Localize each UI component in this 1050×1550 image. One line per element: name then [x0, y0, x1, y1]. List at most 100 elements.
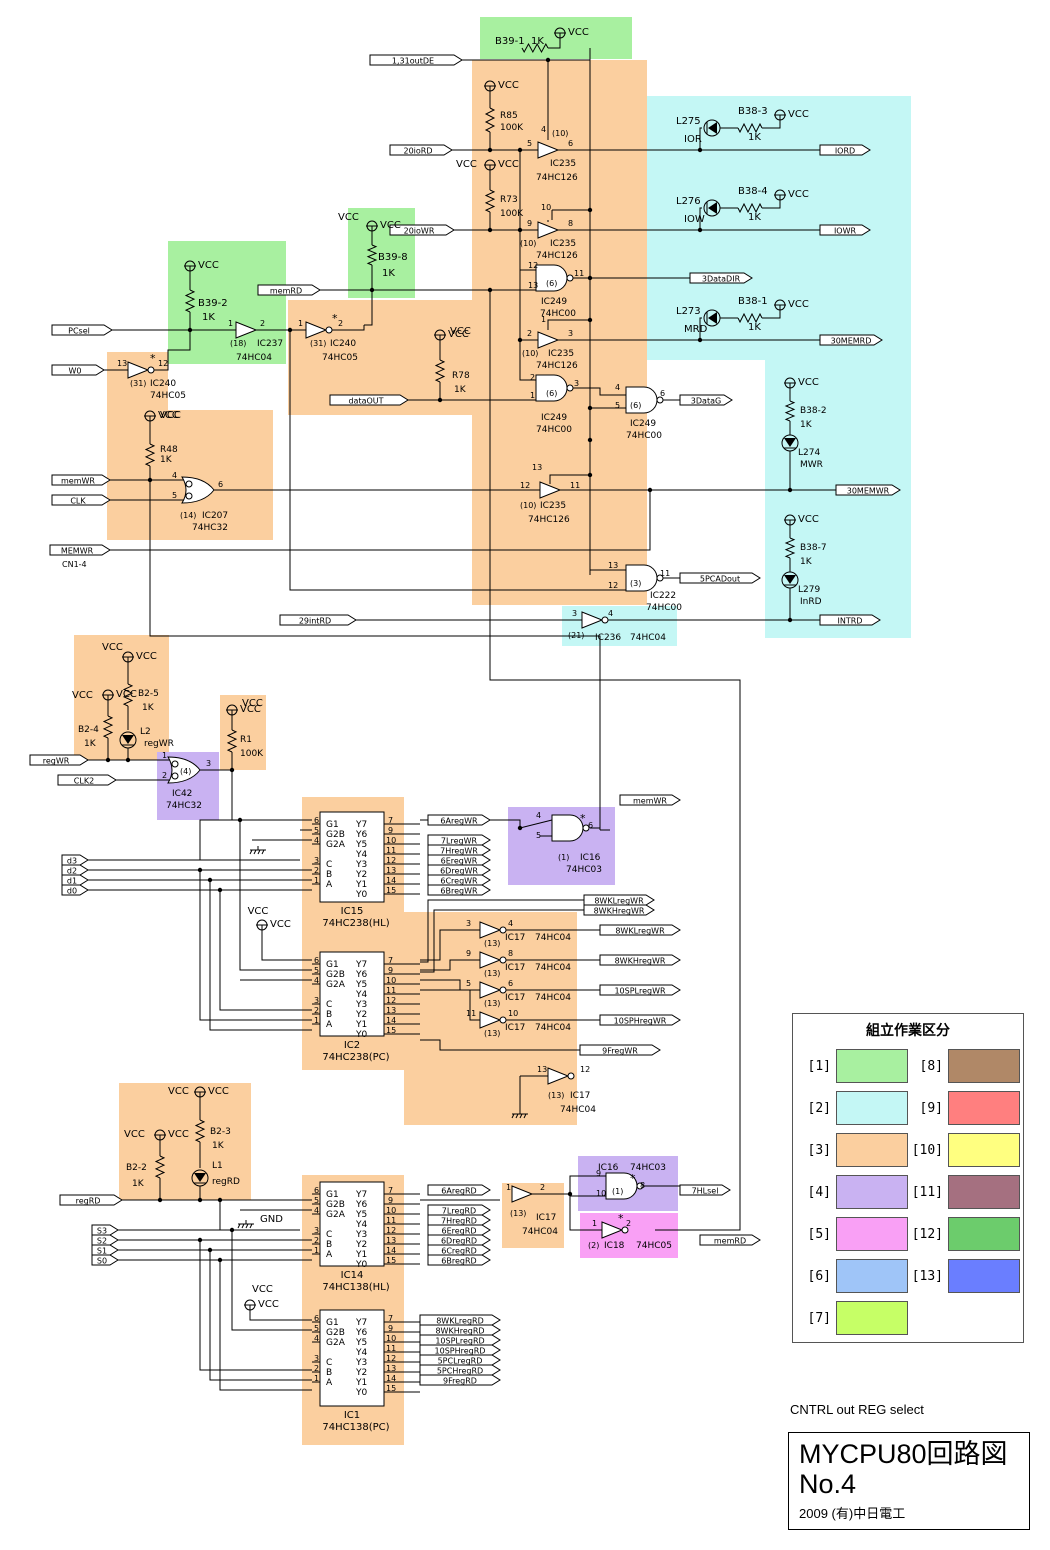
- title-block: MYCPU80回路図 No.4 2009 (有)中日電工: [788, 1432, 1030, 1530]
- label: Y0: [355, 890, 367, 900]
- output-port-label: 8WKLregWR: [615, 927, 665, 936]
- label: L276: [676, 196, 701, 207]
- legend-item-label: [1]: [807, 1058, 831, 1074]
- label: IC16: [598, 1163, 619, 1173]
- legend-item: [6]: [799, 1258, 908, 1294]
- legend-item: [7]: [799, 1300, 908, 1336]
- output-port: [819, 334, 883, 346]
- output-port-label: 6AregWR: [440, 817, 478, 826]
- label: IC16: [580, 853, 601, 863]
- label: 74HC00: [536, 425, 572, 435]
- label: Y2: [355, 1240, 367, 1250]
- input-port-label: PCsel: [68, 327, 90, 336]
- label: Y1: [355, 1020, 367, 1030]
- label: Y7: [355, 960, 367, 970]
- resistor: [737, 202, 763, 214]
- label: VCC: [248, 906, 269, 917]
- label: 74HC238(HL): [322, 918, 389, 929]
- nand-gate-bubble: [636, 1182, 644, 1190]
- inverter-gate: [581, 611, 604, 629]
- label: (6): [546, 279, 557, 288]
- vcc-label: VCC: [788, 189, 809, 200]
- label: Y3: [355, 860, 367, 870]
- inverter-gate: [479, 951, 502, 969]
- output-port-label: 8WKLregRD: [436, 1317, 484, 1326]
- label: G2A: [326, 980, 346, 990]
- label: VCC: [456, 159, 477, 170]
- label: IC235: [548, 349, 574, 359]
- decoder-chip: [319, 951, 385, 1037]
- label: 4: [314, 976, 319, 985]
- label: 1: [541, 315, 546, 324]
- label: 100K: [240, 749, 264, 759]
- junction-dot: [587, 405, 593, 411]
- label: B38-7: [800, 543, 827, 553]
- wire: [699, 207, 702, 230]
- label: 2: [314, 866, 319, 875]
- vcc-label: VCC: [498, 159, 519, 170]
- tri-state-buffer: [537, 331, 560, 349]
- label: 2: [338, 319, 343, 328]
- label: VCC: [124, 1129, 145, 1140]
- junction-dot: [197, 1197, 203, 1203]
- output-port-label: 6BregRD: [441, 1257, 476, 1266]
- label: Y1: [355, 880, 367, 890]
- label: (13): [484, 1029, 500, 1038]
- wire: [699, 127, 702, 150]
- label: Y6: [355, 970, 367, 980]
- label: IC17: [505, 933, 525, 943]
- label: 1: [228, 319, 233, 328]
- vcc-symbol: [774, 189, 786, 201]
- label: 9: [388, 1196, 393, 1205]
- vcc-label: VCC: [136, 651, 157, 662]
- output-port: [419, 1374, 501, 1386]
- vcc-symbol: [184, 260, 196, 272]
- assembly-region: [480, 17, 632, 59]
- label: B2-2: [126, 1163, 147, 1173]
- label: IC17: [505, 963, 525, 973]
- wire: [149, 480, 601, 830]
- output-port-label: 7HregWR: [440, 847, 478, 856]
- wire: [209, 880, 312, 1031]
- legend-item: [13]: [911, 1258, 1020, 1294]
- label: B38-3: [738, 106, 768, 117]
- legend-item: [1]: [799, 1048, 908, 1084]
- legend-title: 組立作業区分: [866, 1023, 950, 1039]
- vcc-symbol: [244, 1299, 256, 1311]
- label: G2B: [326, 830, 345, 840]
- wire: [249, 849, 253, 855]
- wire: [253, 849, 257, 855]
- label: IC240: [150, 379, 176, 389]
- label: (4): [180, 767, 191, 776]
- label: 10: [508, 1009, 518, 1018]
- open-drain-inverter-bubble: [147, 366, 155, 374]
- label: IC249: [630, 419, 656, 429]
- resistor: [154, 1155, 166, 1179]
- junction-dot: [587, 275, 593, 281]
- wire: [762, 310, 781, 319]
- label: G1: [326, 820, 339, 830]
- output-port-label: 8WKLregWR: [594, 897, 644, 906]
- label: 4: [172, 471, 177, 480]
- assembly-region: [107, 352, 168, 410]
- label: (13): [484, 999, 500, 1008]
- label: 5: [314, 966, 319, 975]
- output-port: [599, 924, 681, 936]
- label: IC235: [550, 159, 576, 169]
- output-port-label: 7LregRD: [442, 1207, 476, 1216]
- wire: [519, 340, 536, 381]
- legend-item: [3]: [799, 1132, 908, 1168]
- label: 10: [541, 203, 551, 212]
- label: Y2: [355, 1010, 367, 1020]
- label: (2): [588, 1241, 599, 1250]
- output-port-label: memRD: [714, 1237, 746, 1246]
- label: 13: [386, 866, 396, 875]
- label: 74HC04: [535, 1023, 571, 1033]
- input-port-label: CLK2: [74, 777, 94, 786]
- resistor: [784, 400, 796, 422]
- label: IC237: [257, 339, 283, 349]
- vcc-label: VCC: [798, 514, 819, 525]
- label: Y0: [355, 1388, 367, 1398]
- vcc-symbol: [194, 1086, 206, 1098]
